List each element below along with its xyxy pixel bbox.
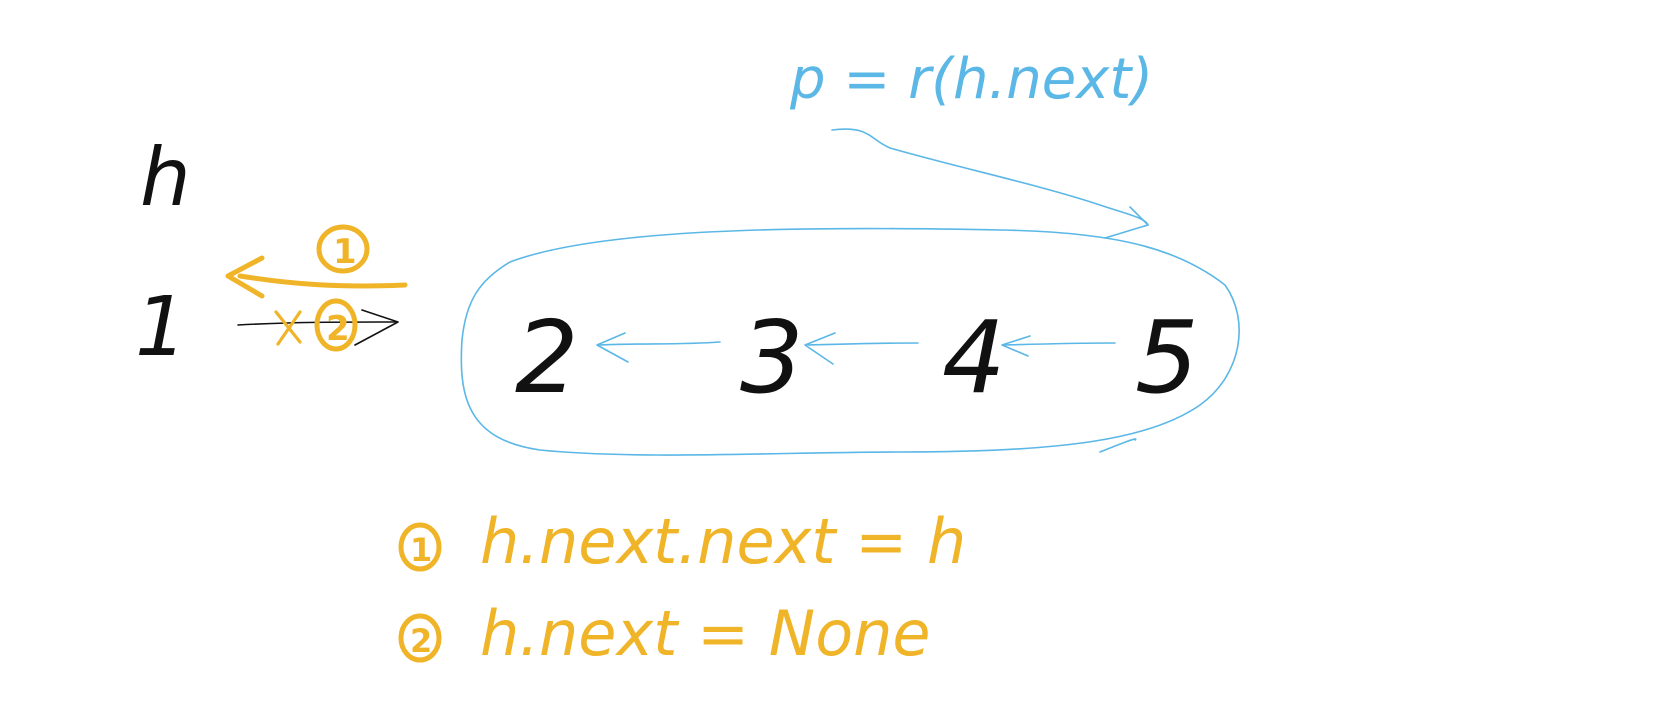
node-3: 3 — [740, 299, 804, 416]
step-one-marker-text: 1 — [333, 232, 357, 272]
step-1-explanation: 1 h.next.next = h — [398, 505, 966, 578]
reversed-sublist-enclosure — [460, 227, 1240, 456]
recursion-call-label: p = r(h.next) — [789, 47, 1153, 112]
arrow-5-to-4 — [1001, 335, 1116, 357]
arrow-3-to-2 — [596, 332, 721, 363]
arrow-4-to-3 — [804, 332, 919, 365]
head-pointer-label: h — [140, 131, 191, 224]
step-2-explanation: 2 h.next = None — [398, 597, 931, 670]
node-2: 2 — [515, 299, 579, 416]
cross-out-mark — [274, 310, 302, 346]
reversed-arrow-2-to-1 — [225, 255, 408, 299]
step-two-marker-on-arrow: 2 — [314, 298, 358, 352]
step-1-explanation-code: h.next.next = h — [480, 505, 966, 578]
recursion-result-arrow — [831, 128, 1149, 239]
step-1-explanation-marker: 1 — [410, 531, 432, 569]
step-2-explanation-marker: 2 — [410, 622, 432, 660]
node-5: 5 — [1135, 299, 1199, 416]
node-4: 4 — [942, 299, 1006, 416]
step-two-marker-text: 2 — [326, 309, 350, 349]
step-one-marker-on-arrow: 1 — [316, 224, 370, 274]
step-2-explanation-code: h.next = None — [480, 597, 931, 670]
node-1: 1 — [135, 280, 187, 375]
enclosure-overlap-stroke — [1099, 438, 1137, 453]
